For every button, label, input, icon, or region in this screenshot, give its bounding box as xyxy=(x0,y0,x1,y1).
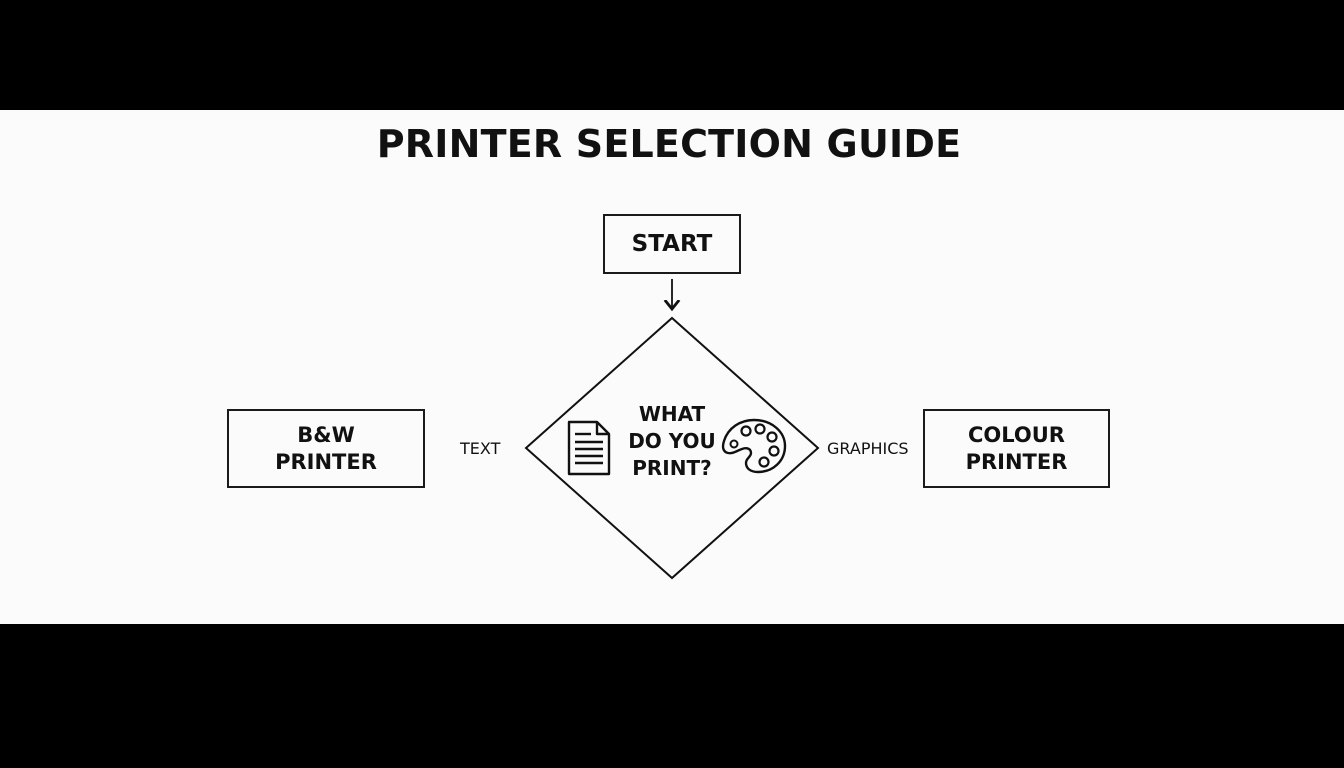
graphics-edge-label: GRAPHICS xyxy=(827,439,909,458)
text-edge-label: TEXT xyxy=(460,439,501,458)
bw-printer-label-line2: PRINTER xyxy=(275,449,377,474)
palette-icon xyxy=(721,418,787,474)
colour-printer-node: COLOUR PRINTER xyxy=(923,409,1110,488)
document-icon xyxy=(567,420,611,476)
decision-question: WHAT DO YOU PRINT? xyxy=(612,401,732,482)
start-node: START xyxy=(603,214,741,274)
bw-printer-label-line1: B&W xyxy=(297,422,355,447)
decision-diamond xyxy=(524,316,820,580)
page-title: PRINTER SELECTION GUIDE xyxy=(376,122,962,166)
decision-line2: DO YOU xyxy=(628,429,716,453)
bw-printer-node: B&W PRINTER xyxy=(227,409,425,488)
decision-line1: WHAT xyxy=(638,402,706,426)
colour-printer-label-line1: COLOUR xyxy=(968,422,1065,447)
start-label: START xyxy=(631,231,713,257)
colour-printer-label-line2: PRINTER xyxy=(965,449,1068,474)
decision-line3: PRINT? xyxy=(632,456,712,480)
